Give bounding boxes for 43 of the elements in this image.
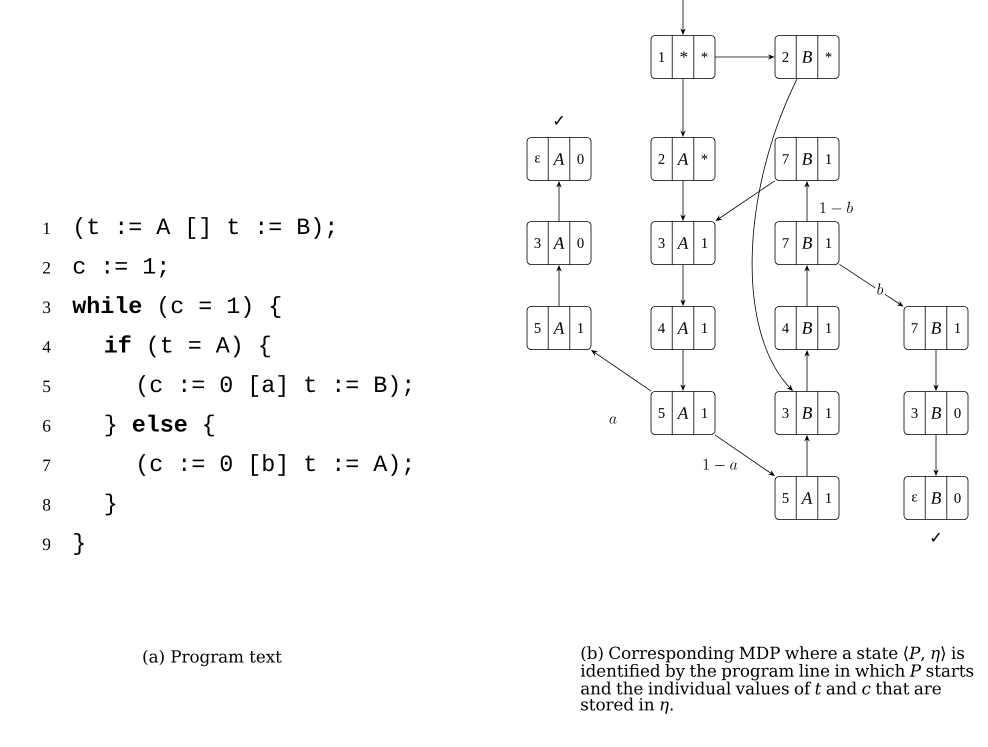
- line-number: 6: [43, 420, 50, 432]
- state-box: 7 B 1: [904, 306, 968, 350]
- line-number: 9: [42, 538, 50, 550]
- state-box: 2 A *: [650, 136, 716, 182]
- state-box: 2 B *: [774, 34, 840, 80]
- line-number: 3: [43, 302, 50, 314]
- state-box: 5 A 1: [650, 390, 716, 436]
- state-box: 3 A 1: [650, 220, 716, 266]
- state-box: 4 B 1: [774, 306, 840, 350]
- code-line: } else {: [106, 414, 214, 436]
- state-box: 1 * *: [650, 34, 716, 80]
- check-mark: ✓: [932, 532, 940, 542]
- code-line: c := 1;: [74, 258, 166, 278]
- state-box: 7 B 1: [774, 220, 840, 266]
- edge-label: $b$: [875, 282, 885, 296]
- code-line: if (t = A) {: [105, 335, 270, 358]
- code-line: (t := A [] t := B);: [76, 217, 334, 239]
- state-box: ε A 0: [526, 136, 592, 182]
- state-box: ε B 0: [904, 476, 968, 520]
- check-mark: ✓: [554, 116, 563, 124]
- state-box: 3 B 1: [774, 390, 840, 436]
- line-number: 2: [43, 262, 50, 274]
- code-line: while (c = 1) {: [72, 296, 280, 318]
- state-box: 7 B 1: [774, 136, 840, 182]
- line-number: 8: [42, 498, 50, 511]
- caption: (b) Corresponding MDP where a state ⟨P, η⟩ is identified by the program line in which P starts and the individual values of t and c that are stored in η.: [580, 646, 974, 714]
- code-line: (c := 0 [b] t := A);: [139, 454, 410, 476]
- line-number: 5: [43, 380, 50, 392]
- code-line: }: [106, 494, 116, 516]
- code-line: (c := 0 [a] t := B);: [139, 375, 410, 397]
- state-box: 4 A 1: [650, 306, 716, 350]
- line-number: 4: [42, 341, 51, 352]
- edge-label: $1-a$: [700, 458, 740, 472]
- state-box: 3 B 0: [904, 390, 968, 436]
- code-line: }: [74, 533, 84, 555]
- state-box: 5 A 1: [526, 306, 592, 350]
- caption: (a) Program text: [143, 650, 282, 666]
- edge-label: $1-b$: [818, 200, 854, 216]
- edge-label: $a$: [608, 415, 618, 425]
- state-box: 5 A 1: [774, 476, 840, 520]
- state-box: 3 A 0: [526, 220, 592, 266]
- line-number: 1: [44, 222, 50, 234]
- line-number: 7: [43, 460, 50, 471]
